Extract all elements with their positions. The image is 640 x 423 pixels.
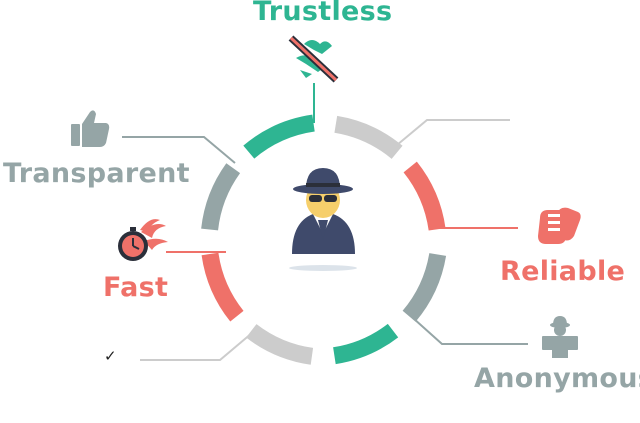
connector-anonymous	[412, 317, 528, 345]
thumbs-up-icon	[71, 110, 110, 147]
label-reliable: Reliable	[500, 256, 626, 287]
connector-lines	[122, 83, 528, 361]
ring-segment-fast	[201, 252, 244, 322]
label-anonymous: Anonymous	[474, 363, 640, 394]
stopwatch-flame-icon	[118, 219, 168, 261]
handshake-crossed-icon	[288, 35, 339, 83]
fist-bump-icon	[538, 207, 581, 244]
ring-segment-bottom-left	[246, 323, 314, 365]
spy-agent-icon	[289, 168, 357, 271]
ring-segment-reliable	[403, 161, 446, 231]
connector-transparent	[122, 136, 236, 164]
ring-segment-transparent	[201, 163, 241, 231]
label-fast: Fast	[103, 272, 169, 303]
spy-at-computer-icon	[542, 316, 578, 358]
connector-top-right	[396, 119, 510, 146]
ring-segment-anonymous	[402, 252, 447, 322]
ring-segment-bottom-green	[332, 323, 399, 365]
ring-segment-top-right	[334, 115, 403, 159]
feature-ring	[201, 114, 447, 365]
label-trustless: Trustless	[253, 0, 393, 27]
label-transparent: Transparent	[3, 158, 190, 189]
connector-bottom-left	[140, 332, 253, 361]
ring-segment-trustless	[243, 114, 315, 159]
checkmark-icon: ✓	[104, 347, 117, 365]
